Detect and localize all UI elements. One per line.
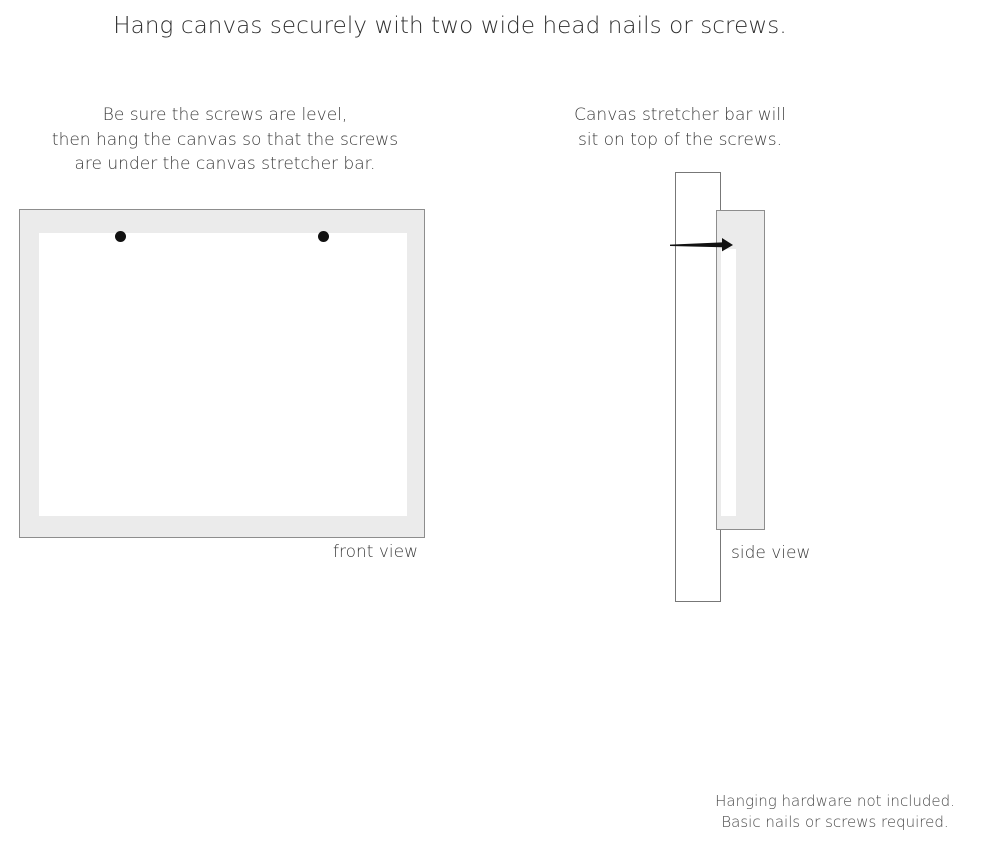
front-instruction-line-1: Be sure the screws are level,: [102, 105, 348, 125]
footer-line-1: Hanging hardware not included.: [715, 792, 955, 810]
nail-side-profile-icon: [670, 238, 733, 252]
side-view-instructions: Canvas stretcher bar will sit on top of …: [530, 103, 830, 152]
front-instruction-line-3: are under the canvas stretcher bar.: [74, 154, 376, 174]
footer-note: Hanging hardware not included. Basic nai…: [690, 791, 980, 833]
front-view-canvas-face: [39, 233, 407, 516]
side-view-stretcher-bar: [716, 210, 765, 530]
front-view-instructions: Be sure the screws are level, then hang …: [10, 103, 440, 177]
front-instruction-line-2: then hang the canvas so that the screws: [51, 129, 399, 150]
page-title: Hang canvas securely with two wide head …: [113, 13, 787, 39]
front-view-label: front view: [333, 542, 418, 562]
side-instruction-line-2: sit on top of the screws.: [577, 129, 783, 150]
screw-head-right-icon: [318, 231, 329, 242]
footer-line-2: Basic nails or screws required.: [721, 813, 949, 831]
side-instruction-line-1: Canvas stretcher bar will: [574, 105, 786, 125]
side-view-stretcher-bar-depth: [721, 249, 736, 516]
side-view-wall: [675, 172, 721, 602]
front-view-canvas-frame: [19, 209, 425, 538]
screw-head-left-icon: [115, 231, 126, 242]
side-view-label: side view: [731, 543, 811, 563]
